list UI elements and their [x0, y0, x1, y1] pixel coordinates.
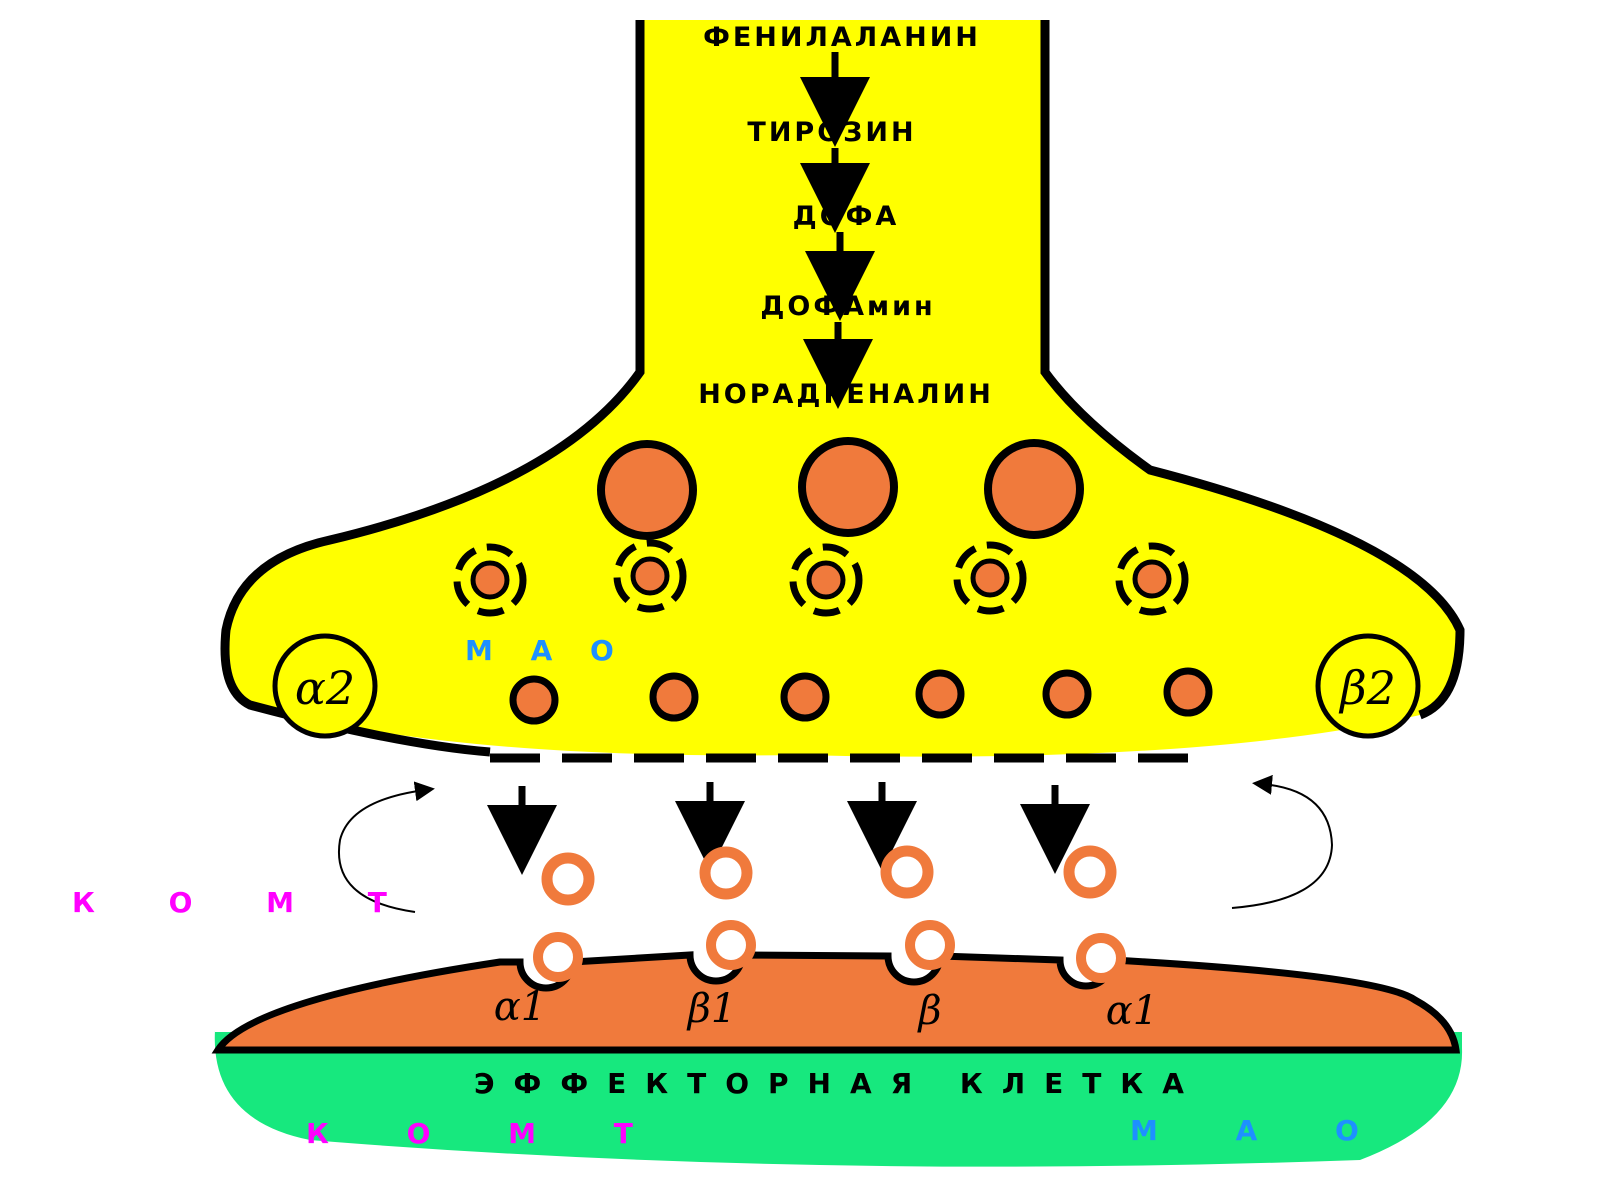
- granule-vesicle: [1115, 542, 1189, 616]
- effector-cell-body: [214, 1030, 1463, 1167]
- granule-vesicle: [789, 543, 863, 617]
- bound-transmitter: [905, 920, 955, 970]
- bound-transmitter: [533, 932, 583, 982]
- receptor-label: α1: [1106, 988, 1158, 1034]
- bound-transmitter: [1076, 933, 1126, 983]
- cleft-transmitter: [699, 846, 753, 900]
- autoreceptor-right: β2: [1315, 633, 1421, 739]
- large-vesicle: [597, 440, 697, 540]
- pathway-label: ФЕНИЛАЛАНИН: [703, 22, 981, 53]
- small-vesicle: [915, 669, 965, 719]
- pathway-label: ДОФА: [793, 201, 900, 232]
- komt-label-cleft: К О М Т: [72, 886, 419, 919]
- small-vesicle: [649, 672, 699, 722]
- cleft-transmitter: [880, 845, 934, 899]
- granule-vesicle: [453, 543, 527, 617]
- autoreceptor-left: α2: [272, 633, 378, 739]
- pathway-label: НОРАДРЕНАЛИН: [698, 379, 994, 410]
- granule-vesicles: [453, 539, 1189, 617]
- receptor-label: β1: [686, 986, 737, 1032]
- small-vesicle: [1163, 667, 1213, 717]
- effector-membrane: [211, 951, 1460, 1054]
- small-vesicle: [509, 675, 559, 725]
- cleft-transmitter: [1063, 845, 1117, 899]
- pathway-label: ДОФАмин: [760, 291, 935, 322]
- large-vesicle: [798, 437, 898, 537]
- small-vesicle: [780, 672, 830, 722]
- bound-transmitters: [533, 920, 1126, 983]
- small-vesicles: [509, 667, 1213, 725]
- mao-label-presynaptic: М А О: [465, 634, 628, 667]
- bound-transmitter: [706, 920, 756, 970]
- effector-cell-title: ЭФФЕКТОРНАЯ КЛЕТКА: [474, 1067, 1203, 1100]
- mao-label-effector: М А О: [1130, 1114, 1393, 1147]
- release-arrows: [487, 782, 1090, 875]
- large-vesicles: [597, 437, 1084, 540]
- small-vesicle: [1042, 669, 1092, 719]
- cleft-transmitters: [541, 845, 1117, 906]
- neuron-outline: [1040, 20, 1465, 720]
- granule-vesicle: [953, 541, 1027, 615]
- pathway-arrows: [800, 52, 875, 409]
- reuptake-arrow-right: [1231, 774, 1334, 909]
- receptor-label: α1: [494, 984, 546, 1030]
- pathway-label: ТИРОЗИН: [747, 117, 916, 148]
- large-vesicle: [984, 439, 1084, 539]
- autoreceptor-label: α2: [295, 661, 355, 715]
- receptor-label: β: [916, 988, 941, 1034]
- komt-label-effector: К О М Т: [306, 1117, 667, 1150]
- autoreceptor-label: β2: [1338, 661, 1396, 715]
- reuptake-arrow-left: [337, 781, 435, 913]
- receptor-labels: α1 β1 β α1: [494, 984, 1158, 1034]
- cleft-transmitter: [541, 852, 595, 906]
- granule-vesicle: [613, 539, 687, 613]
